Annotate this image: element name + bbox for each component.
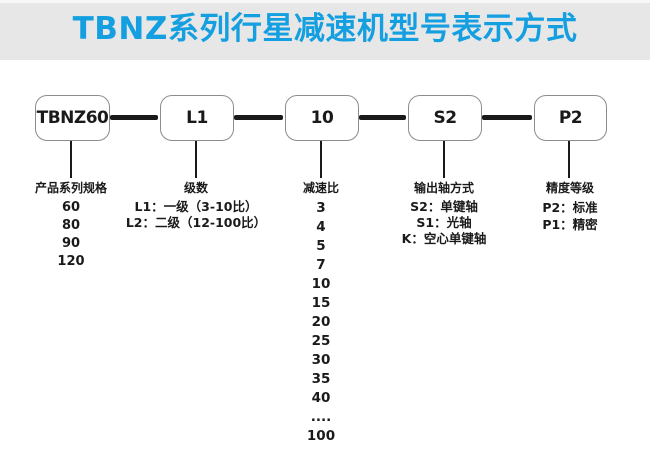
- drop-line: [568, 141, 570, 178]
- column-item: L1：一级（3-10比）: [134, 199, 258, 214]
- column-item: 120: [57, 254, 85, 269]
- column-header: 产品系列规格: [34, 181, 107, 195]
- column-header: 级数: [183, 181, 208, 195]
- column-item: S1：光轴: [416, 215, 472, 230]
- column-item: 3: [316, 200, 326, 216]
- column-item: 4: [316, 219, 326, 235]
- column-item: P2：标准: [542, 200, 598, 215]
- column-item: 20: [311, 314, 331, 330]
- drop-line: [195, 141, 197, 178]
- column-header: 减速比: [302, 181, 339, 195]
- column-item: 10: [311, 276, 331, 292]
- column-item: ....: [310, 409, 332, 425]
- column-item: 15: [311, 295, 331, 311]
- model-box-stages: L1: [160, 95, 234, 141]
- column-items: 3 4 5 7 10 15 20 25 30 35 40.... 100: [236, 199, 406, 446]
- model-box-ratio: 10: [285, 95, 359, 141]
- column-item: K：空心单键轴: [401, 231, 487, 246]
- column-item: 90: [61, 236, 81, 251]
- column-item: 35: [311, 371, 331, 387]
- column-item: 7: [316, 257, 326, 273]
- model-box-series: TBNZ60: [35, 95, 110, 141]
- column-item: L2：二级（12-100比）: [125, 215, 267, 230]
- drop-line: [443, 141, 445, 178]
- page-title: TBNZ系列行星减速机型号表示方式: [72, 11, 578, 47]
- column-series-size: 产品系列规格 60 80 90 120: [0, 180, 156, 271]
- column-items: L1：一级（3-10比）L2：二级（12-100比）: [111, 199, 281, 231]
- column-precision-grade: 精度等级 P2：标准 P1：精密: [485, 180, 650, 233]
- drop-line: [320, 141, 322, 178]
- column-item: 40: [311, 390, 331, 406]
- connector-line: [359, 115, 406, 120]
- column-item: 25: [311, 333, 331, 349]
- column-item: 80: [61, 218, 81, 233]
- connector-line: [110, 115, 158, 120]
- column-header: 输出轴方式: [413, 181, 474, 195]
- title-bar: TBNZ系列行星减速机型号表示方式: [0, 0, 650, 60]
- column-item: 60: [61, 200, 81, 215]
- column-item: S2：单键轴: [410, 199, 478, 214]
- drop-line: [70, 141, 72, 178]
- connector-line: [482, 115, 532, 120]
- column-item: 30: [311, 352, 331, 368]
- model-box-output-shaft: S2: [408, 95, 482, 141]
- column-items: 60 80 90 120: [0, 199, 156, 271]
- column-item: P1：精密: [542, 217, 598, 232]
- column-reduction-ratio: 减速比 3 4 5 7 10 15 20 25 30 35 40.... 100: [236, 180, 406, 446]
- column-items: P2：标准 P1：精密: [485, 199, 650, 233]
- column-stages: 级数 L1：一级（3-10比）L2：二级（12-100比）: [111, 180, 281, 231]
- model-box-precision: P2: [534, 95, 607, 141]
- column-header: 精度等级: [545, 181, 594, 195]
- column-item: 5: [316, 238, 326, 254]
- column-item: 100: [306, 428, 336, 444]
- connector-line: [234, 115, 283, 120]
